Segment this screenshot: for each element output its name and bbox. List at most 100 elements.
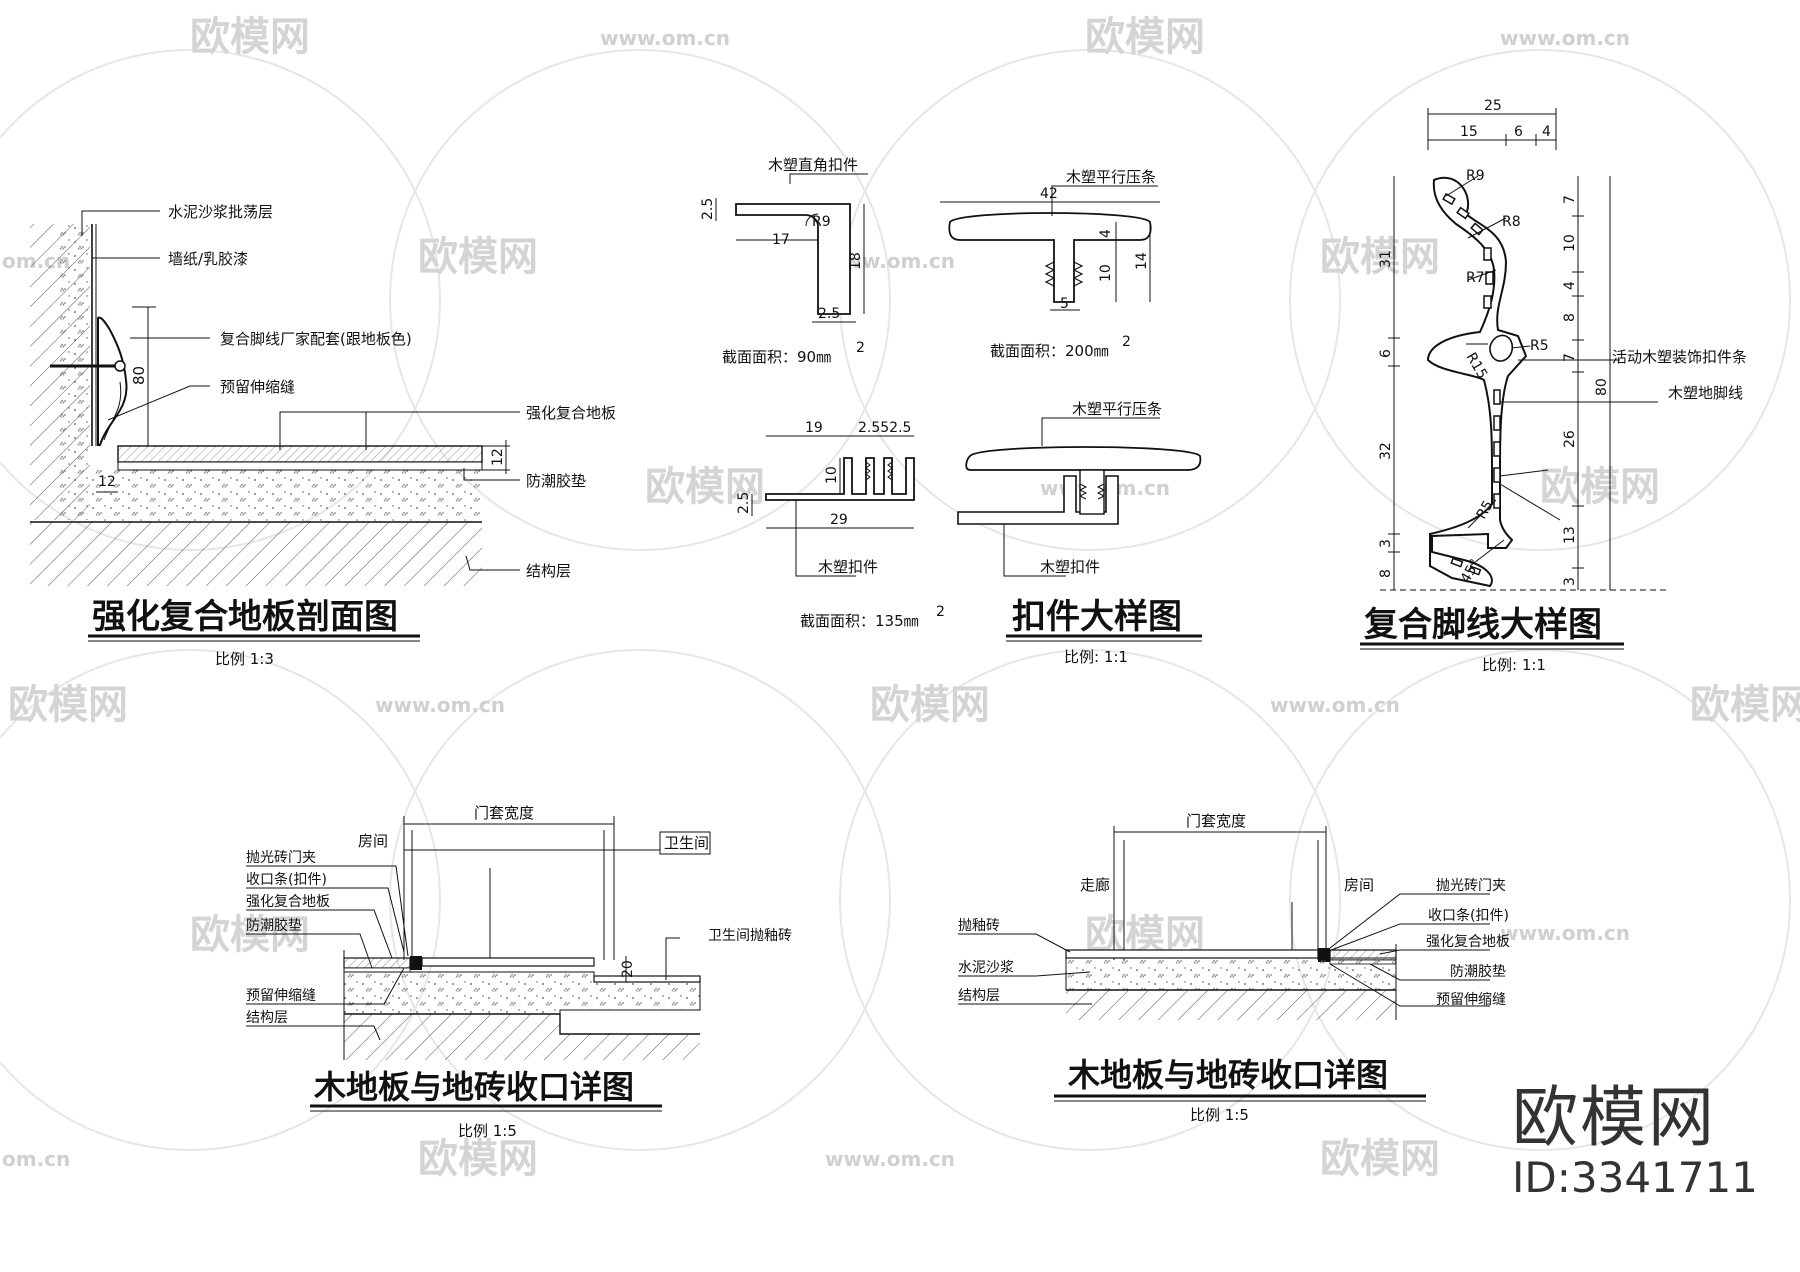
- label-plaster: 水泥沙浆批荡层: [168, 203, 273, 221]
- label-wallpaper: 墙纸/乳胶漆: [168, 250, 248, 268]
- skirting-dim-top-c: 4: [1542, 124, 1551, 140]
- watermark-url: www.om.cn: [600, 26, 730, 50]
- watermark-url: www.om.cn: [825, 1147, 955, 1171]
- skirting-radius-a: R9: [1466, 168, 1485, 184]
- laminate-section-title: 强化复合地板剖面图: [92, 597, 398, 637]
- skirting-detail-drawing: 25 15 6 4 31 6 32 3 8 7 10: [1360, 98, 1747, 674]
- clip-dim-height: 10: [824, 466, 840, 484]
- skirting-dim-right-e: 7: [1562, 353, 1578, 362]
- left-label-trim-strip: 收口条(扣件): [246, 871, 327, 888]
- skirting-dim-left-e: 8: [1378, 569, 1394, 578]
- left-transition-labels: 抛光砖门夹 收口条(扣件) 强化复合地板 防潮胶垫 预留伸缩缝 结构层: [246, 850, 330, 1026]
- corner-area: 截面面积：90㎜: [722, 348, 831, 366]
- transition-left-scale: 比例 1:5: [458, 1122, 517, 1140]
- skirting-dim-left-c: 32: [1378, 442, 1394, 460]
- skirting-dim-right-a: 7: [1562, 195, 1578, 204]
- skirting-dim-right-c: 4: [1562, 281, 1578, 290]
- skirting-dim-right-h: 3: [1562, 577, 1578, 586]
- left-label-gap: 预留伸缩缝: [246, 988, 316, 1004]
- skirting-dim-top-b: 6: [1514, 124, 1523, 140]
- laminate-section-scale: 比例 1:3: [215, 650, 274, 668]
- brand-id: ID:3341711: [1512, 1153, 1758, 1202]
- t-strip-dim-total: 14: [1134, 252, 1150, 270]
- corner-dim-radius: R9: [812, 214, 831, 230]
- watermark-brand: 欧模网: [1540, 464, 1660, 510]
- watermark-brand: 欧模网: [1320, 1136, 1440, 1182]
- label-expansion-gap: 预留伸缩缝: [220, 378, 295, 396]
- clip-dim-thickness: 2.5: [736, 492, 752, 514]
- clip-dim-slots: 2.552.5: [858, 420, 911, 436]
- clip-area-unit: 2: [936, 604, 945, 620]
- right-label-structure: 结构层: [958, 988, 1000, 1004]
- label-structure: 结构层: [526, 562, 571, 580]
- clip-name: 木塑扣件: [818, 558, 878, 576]
- transition-left-title: 木地板与地砖收口详图: [313, 1068, 634, 1106]
- label-laminate: 强化复合地板: [526, 404, 616, 422]
- watermark-brand: 欧模网: [418, 1136, 538, 1182]
- watermark-url: www.om.cn: [1500, 26, 1630, 50]
- watermark-url-short: om.cn: [2, 1147, 70, 1171]
- dim-skirting-height: 80: [130, 366, 148, 385]
- watermark-url: www.om.cn: [1040, 476, 1170, 500]
- skirting-radius-c: R7: [1466, 270, 1485, 286]
- skirting-detail-scale: 比例: 1:1: [1482, 656, 1546, 674]
- watermark-brand: 欧模网: [1690, 682, 1800, 728]
- watermark-brand: 欧模网: [418, 234, 538, 280]
- watermark-brand: 欧模网: [870, 682, 990, 728]
- left-bathroom-label: 卫生间: [664, 834, 709, 852]
- assembly-top-label: 木塑平行压条: [1072, 400, 1162, 418]
- t-strip-dim-stem: 10: [1098, 264, 1114, 282]
- left-label-tile: 卫生间抛釉砖: [708, 928, 792, 944]
- t-strip-dim-top: 4: [1098, 229, 1114, 238]
- skirting-dim-left-d: 3: [1378, 539, 1394, 548]
- dim-gap: 12: [98, 474, 116, 490]
- t-strip-name: 木塑平行压条: [1066, 168, 1156, 186]
- skirting-detail-title: 复合脚线大样图: [1364, 605, 1602, 645]
- right-label-laminate: 强化复合地板: [1426, 933, 1510, 950]
- corner-dim-height: 18: [848, 252, 864, 270]
- skirting-dim-right-total: 80: [1594, 378, 1610, 396]
- corner-dim-leg: 2.5: [818, 306, 840, 322]
- right-label-mortar: 水泥沙浆: [958, 960, 1014, 976]
- clip-area: 截面面积：135㎜: [800, 612, 919, 630]
- transition-right-scale: 比例 1:5: [1190, 1106, 1249, 1124]
- right-label-glazed-tile: 抛釉砖: [958, 918, 1000, 934]
- right-room-label: 房间: [1344, 876, 1374, 894]
- watermark-layer: 欧模网 欧模网 欧模网 欧模网 欧模网 欧模网 欧模网 欧模网 欧模网 欧模网 …: [0, 14, 1800, 1182]
- left-label-structure: 结构层: [246, 1010, 288, 1026]
- t-strip-dim-width: 42: [1040, 186, 1058, 202]
- label-skirting: 复合脚线厂家配套(跟地板色): [220, 330, 412, 348]
- fastener-detail-title: 扣件大样图: [1012, 597, 1182, 637]
- left-room-label: 房间: [358, 832, 388, 850]
- label-underlay: 防潮胶垫: [526, 472, 586, 490]
- assembly-bottom-label: 木塑扣件: [1040, 558, 1100, 576]
- skirting-dim-right-d: 8: [1562, 313, 1578, 322]
- right-label-door-clamp: 抛光砖门夹: [1436, 878, 1506, 894]
- watermark-url: www.om.cn: [375, 693, 505, 717]
- fastener-detail-drawing: 木塑直角扣件 2.5 17 R9 18 2.5 截面面积：90㎜ 2 木塑平行压…: [700, 156, 1202, 666]
- left-label-underlay: 防潮胶垫: [246, 917, 302, 934]
- corner-dim-width: 17: [772, 232, 790, 248]
- watermark-brand: 欧模网: [190, 912, 310, 958]
- skirting-radius-d: R5: [1530, 338, 1549, 354]
- left-label-laminate: 强化复合地板: [246, 893, 330, 910]
- t-strip-dim-stem-width: 5: [1060, 296, 1069, 312]
- skirting-dim-left-b: 6: [1378, 349, 1394, 358]
- left-door-width: 门套宽度: [474, 804, 534, 822]
- clip-dim-length: 19: [805, 420, 823, 436]
- left-step-dim: 20: [620, 960, 636, 978]
- watermark-brand: 欧模网: [1320, 234, 1440, 280]
- watermark-url: www.om.cn: [1270, 693, 1400, 717]
- right-label-gap: 预留伸缩缝: [1436, 992, 1506, 1008]
- t-strip-area: 截面面积：200㎜: [990, 342, 1109, 360]
- transition-detail-left-drawing: 门套宽度 房间 卫生间 20 抛光砖门夹 收口条(扣件): [246, 804, 792, 1140]
- t-strip-area-unit: 2: [1122, 334, 1131, 350]
- clip-dim-width: 29: [830, 512, 848, 528]
- skirting-dim-right-f: 26: [1562, 430, 1578, 448]
- laminate-section-drawing: 80 12 12 水泥沙浆批荡层 墙纸/乳胶漆 复合脚线厂家配套(跟地板色) 预…: [30, 203, 616, 668]
- watermark-brand: 欧模网: [1085, 14, 1205, 60]
- brand-logo-block: 欧模网 ID:3341711: [1512, 1082, 1782, 1202]
- corner-fastener-name: 木塑直角扣件: [768, 156, 858, 174]
- corner-area-unit: 2: [856, 340, 865, 356]
